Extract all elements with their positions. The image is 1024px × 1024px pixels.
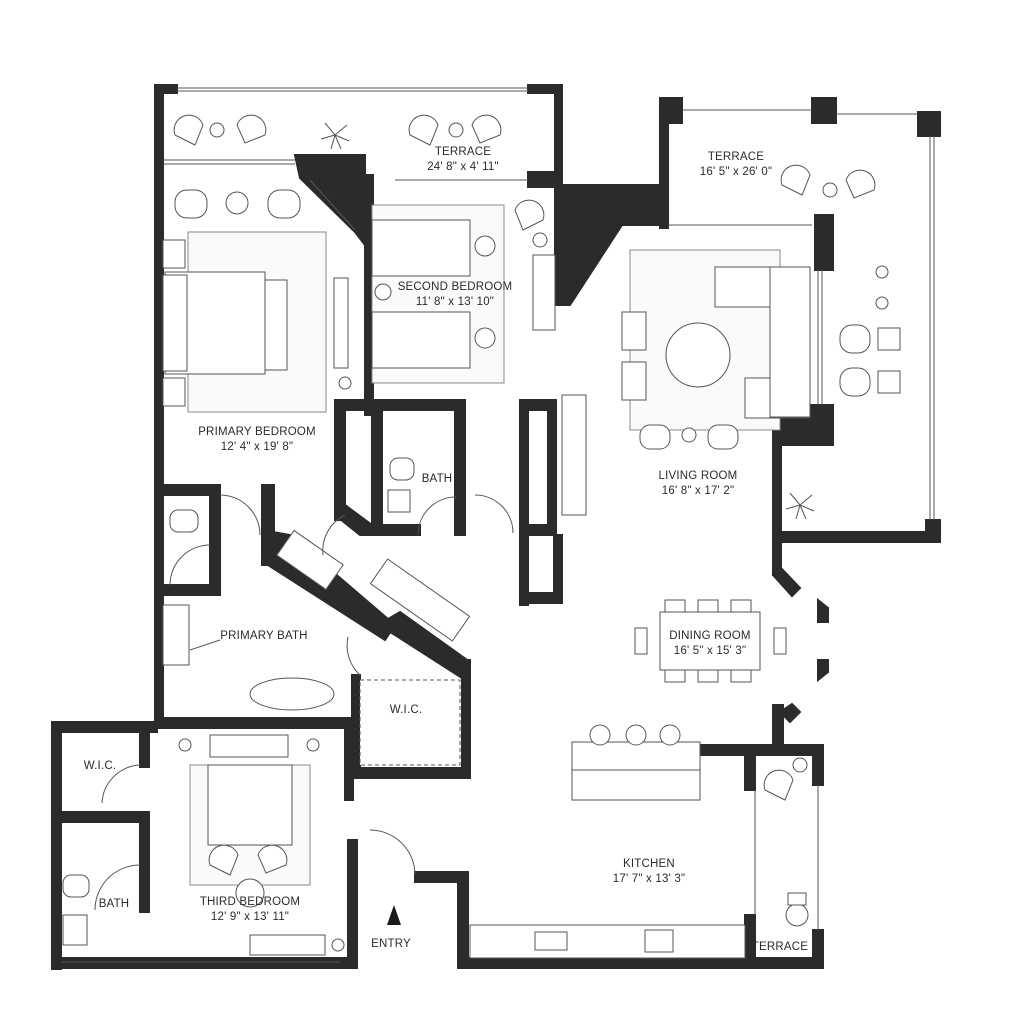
primary-bedroom-name: PRIMARY BEDROOM (198, 426, 316, 438)
third-bedroom-dims: 12' 9" x 13' 11" (211, 911, 289, 923)
plant-icon (320, 122, 815, 520)
third-bedroom-name: THIRD BEDROOM (200, 896, 300, 908)
doors (94, 494, 514, 911)
terrace-right-name: TERRACE (708, 151, 764, 163)
bath-center-name: BATH (422, 473, 453, 485)
wic-left-name: W.I.C. (84, 760, 117, 772)
windows (61, 87, 935, 963)
entry-arrow-icon (387, 905, 401, 925)
furniture (62, 114, 901, 959)
kitchen-dims: 17' 7" x 13' 3" (613, 873, 685, 885)
primary-bath-name: PRIMARY BATH (220, 630, 307, 642)
bath-left-name: BATH (99, 898, 130, 910)
dining-room-name: DINING ROOM (669, 630, 750, 642)
living-room-name: LIVING ROOM (659, 470, 738, 482)
room-labels: TERRACE 24' 8" x 4' 11" TERRACE 16' 5" x… (84, 146, 808, 953)
kitchen-name: KITCHEN (623, 858, 675, 870)
primary-bedroom-dims: 12' 4" x 19' 8" (221, 441, 293, 453)
second-bedroom-dims: 11' 8" x 13' 10" (416, 296, 494, 308)
second-bedroom-name: SECOND BEDROOM (398, 281, 513, 293)
terrace-right-dims: 16' 5" x 26' 0" (700, 166, 772, 178)
terrace-small-name: TERRACE (752, 941, 808, 953)
living-room-dims: 16' 8" x 17' 2" (662, 485, 734, 497)
terrace-top-dims: 24' 8" x 4' 11" (427, 161, 499, 173)
terrace-top-name: TERRACE (435, 146, 491, 158)
dining-room-dims: 16' 5" x 15' 3" (674, 645, 746, 657)
entry-label: ENTRY (371, 938, 411, 950)
wic-center-name: W.I.C. (390, 704, 423, 716)
